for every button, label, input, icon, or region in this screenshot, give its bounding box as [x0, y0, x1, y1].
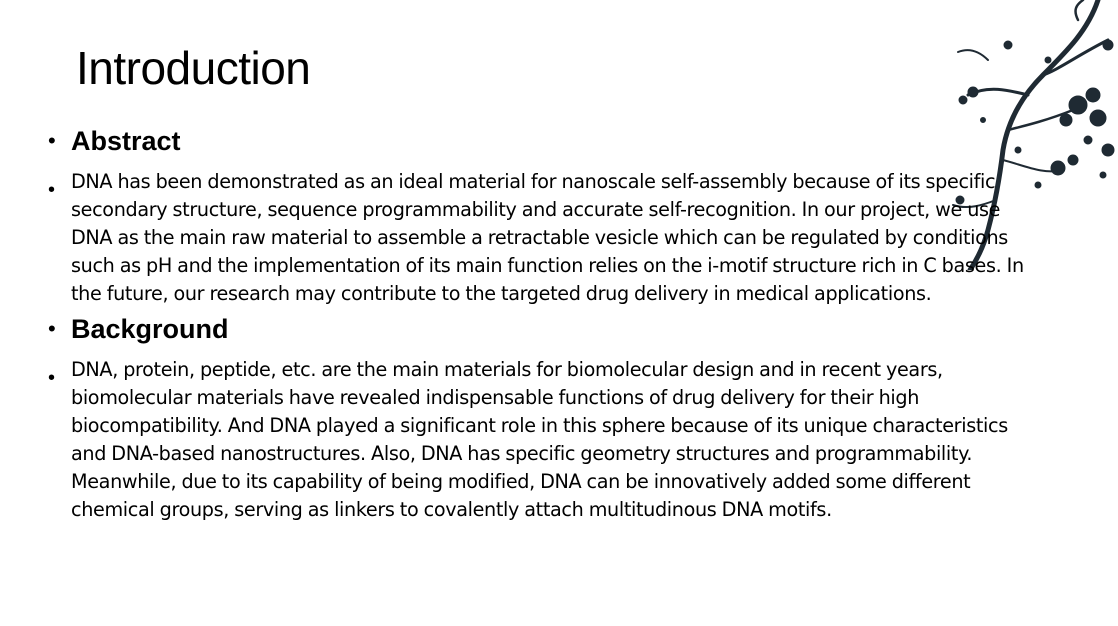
- bullet: •: [48, 367, 56, 389]
- section-paragraph: DNA, protein, peptide, etc. are the main…: [71, 358, 1008, 521]
- section-paragraph: DNA has been demonstrated as an ideal ma…: [71, 170, 1024, 305]
- section-heading: Background: [71, 314, 229, 344]
- slide-content: • Abstract • DNA has been demonstrated a…: [48, 122, 1038, 524]
- bullet: •: [48, 316, 56, 341]
- bullet: •: [48, 128, 56, 153]
- bullet: •: [48, 179, 56, 201]
- page-title: Introduction: [76, 42, 311, 94]
- section-heading: Abstract: [71, 126, 181, 156]
- section-body-background: • DNA, protein, peptide, etc. are the ma…: [48, 356, 1038, 524]
- section-heading-abstract: • Abstract: [48, 122, 1038, 160]
- section-heading-background: • Background: [48, 310, 1038, 348]
- section-body-abstract: • DNA has been demonstrated as an ideal …: [48, 168, 1038, 308]
- ink-plum-branch-icon: [952, 0, 1115, 270]
